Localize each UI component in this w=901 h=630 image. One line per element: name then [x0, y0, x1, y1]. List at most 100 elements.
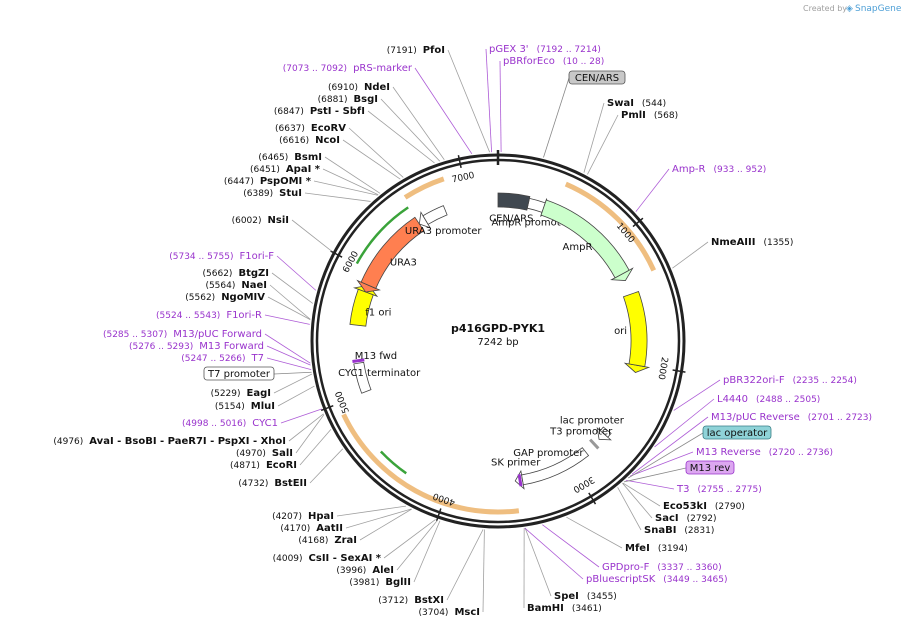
boxed-label-box: [702, 425, 772, 440]
primer-name: M13/pUC Reverse: [711, 412, 800, 423]
site-position: (4168): [298, 536, 328, 546]
label-layer: PfoI(7191)NdeI(6910)BsgI(6881)PstI - Sbf…: [53, 44, 872, 618]
site-position: (6389): [243, 189, 273, 199]
site-position: (5229): [211, 389, 241, 399]
feature-label: AmpR: [563, 242, 593, 253]
primer-leader: [414, 67, 473, 155]
site-leader: [309, 448, 344, 484]
site-name: CsII - SexAI *: [309, 553, 382, 564]
boxed-label-box: [685, 460, 735, 475]
site-leader: [396, 519, 438, 571]
primer-leader: [635, 168, 670, 212]
site-position: (4976): [53, 437, 83, 447]
site-name: MfeI: [625, 543, 650, 554]
site-leader: [336, 505, 407, 517]
site-name: PstI - SbfI: [310, 106, 365, 117]
site-position: (4970): [236, 449, 266, 459]
primer-position: (7192 .. 7214): [537, 45, 601, 55]
site-name: NdeI: [364, 82, 390, 93]
primer-position: (2720 .. 2736): [769, 448, 833, 458]
site-name: AatII: [316, 523, 343, 534]
plasmid-size: 7242 bp: [477, 337, 518, 348]
primer-leader: [485, 48, 493, 153]
primer-name: T3: [676, 484, 689, 495]
feature-label: f1 ori: [365, 308, 391, 319]
feature-arrow: [622, 290, 648, 368]
site-leader: [383, 519, 436, 559]
site-position: (1355): [763, 238, 793, 248]
site-position: (5564): [205, 281, 235, 291]
site-leader: [291, 219, 332, 252]
site-position: (3996): [336, 566, 366, 576]
primer-leader: [264, 314, 310, 325]
feature-label: ori: [614, 326, 627, 337]
primer-position: (2488 .. 2505): [756, 395, 820, 405]
feature-arrow: [349, 288, 374, 327]
site-leader: [299, 429, 332, 466]
primer-name: CYC1: [252, 418, 278, 429]
primer-name: M13/pUC Forward: [173, 329, 262, 340]
site-leader: [342, 139, 401, 180]
site-name: SnaBI: [644, 525, 676, 536]
primer-leader: [266, 357, 312, 371]
site-leader: [359, 508, 412, 541]
feature-promoter: [521, 447, 590, 486]
site-leader: [482, 529, 485, 613]
primer-leader: [673, 379, 721, 411]
site-name: AleI: [372, 565, 394, 576]
site-name: PmlI: [621, 110, 646, 121]
tick-label: 2000: [655, 356, 669, 381]
boxed-label-leader: [543, 77, 570, 158]
primer-position: (5524 .. 5543): [156, 311, 220, 321]
primer-leader: [266, 345, 311, 366]
primer-leader: [542, 524, 600, 568]
primer-name: M13 Reverse: [696, 447, 761, 458]
tick-label: 3000: [571, 474, 596, 494]
site-position: (6616): [279, 136, 309, 146]
site-leader: [313, 180, 378, 196]
boxed-label-leader: [623, 467, 687, 483]
site-leader: [524, 527, 552, 597]
primer-leader: [499, 60, 502, 153]
site-leader: [367, 110, 435, 164]
site-name: NaeI: [241, 280, 267, 291]
site-name: BamHI: [527, 603, 564, 614]
primer-leader: [276, 255, 317, 291]
primer-leader: [625, 479, 675, 490]
site-name: BtgZI: [238, 268, 269, 279]
site-name: HpaI: [308, 511, 334, 522]
site-leader: [587, 114, 619, 175]
site-leader: [269, 284, 311, 320]
site-name: MluI: [251, 401, 275, 412]
boxed-label-text: M13 rev: [690, 463, 731, 474]
primer-leader: [280, 408, 322, 424]
orf-arc-green: [355, 206, 409, 265]
boxed-label-leader: [273, 371, 312, 375]
primer-name: T7: [251, 353, 264, 364]
primer-leader: [524, 527, 584, 580]
primer-position: (3337 .. 3360): [657, 563, 721, 573]
site-leader: [446, 529, 484, 601]
tick-label: 7000: [451, 171, 476, 186]
site-position: (568): [654, 111, 678, 121]
site-leader: [672, 241, 709, 269]
site-position: (6451): [250, 165, 280, 175]
feature-label: T3 promoter: [549, 427, 613, 438]
orf-layer: [341, 176, 657, 515]
feature-label: AmpR promoter: [491, 218, 571, 229]
primer-name: pBRforEco: [503, 56, 555, 67]
site-name: NsiI: [268, 215, 289, 226]
site-position: (7191): [387, 46, 417, 56]
site-name: EcoRV: [311, 123, 346, 134]
boxed-label-text: lac operator: [707, 428, 768, 439]
site-position: (4170): [280, 524, 310, 534]
site-position: (3194): [658, 544, 688, 554]
primer-name: GPDpro-F: [602, 562, 650, 573]
site-position: (4732): [238, 479, 268, 489]
site-leader: [622, 482, 661, 507]
primer-position: (4998 .. 5016): [182, 419, 246, 429]
site-position: (6002): [232, 216, 262, 226]
site-leader: [348, 127, 404, 178]
site-position: (3455): [587, 592, 617, 602]
site-leader: [566, 516, 623, 549]
